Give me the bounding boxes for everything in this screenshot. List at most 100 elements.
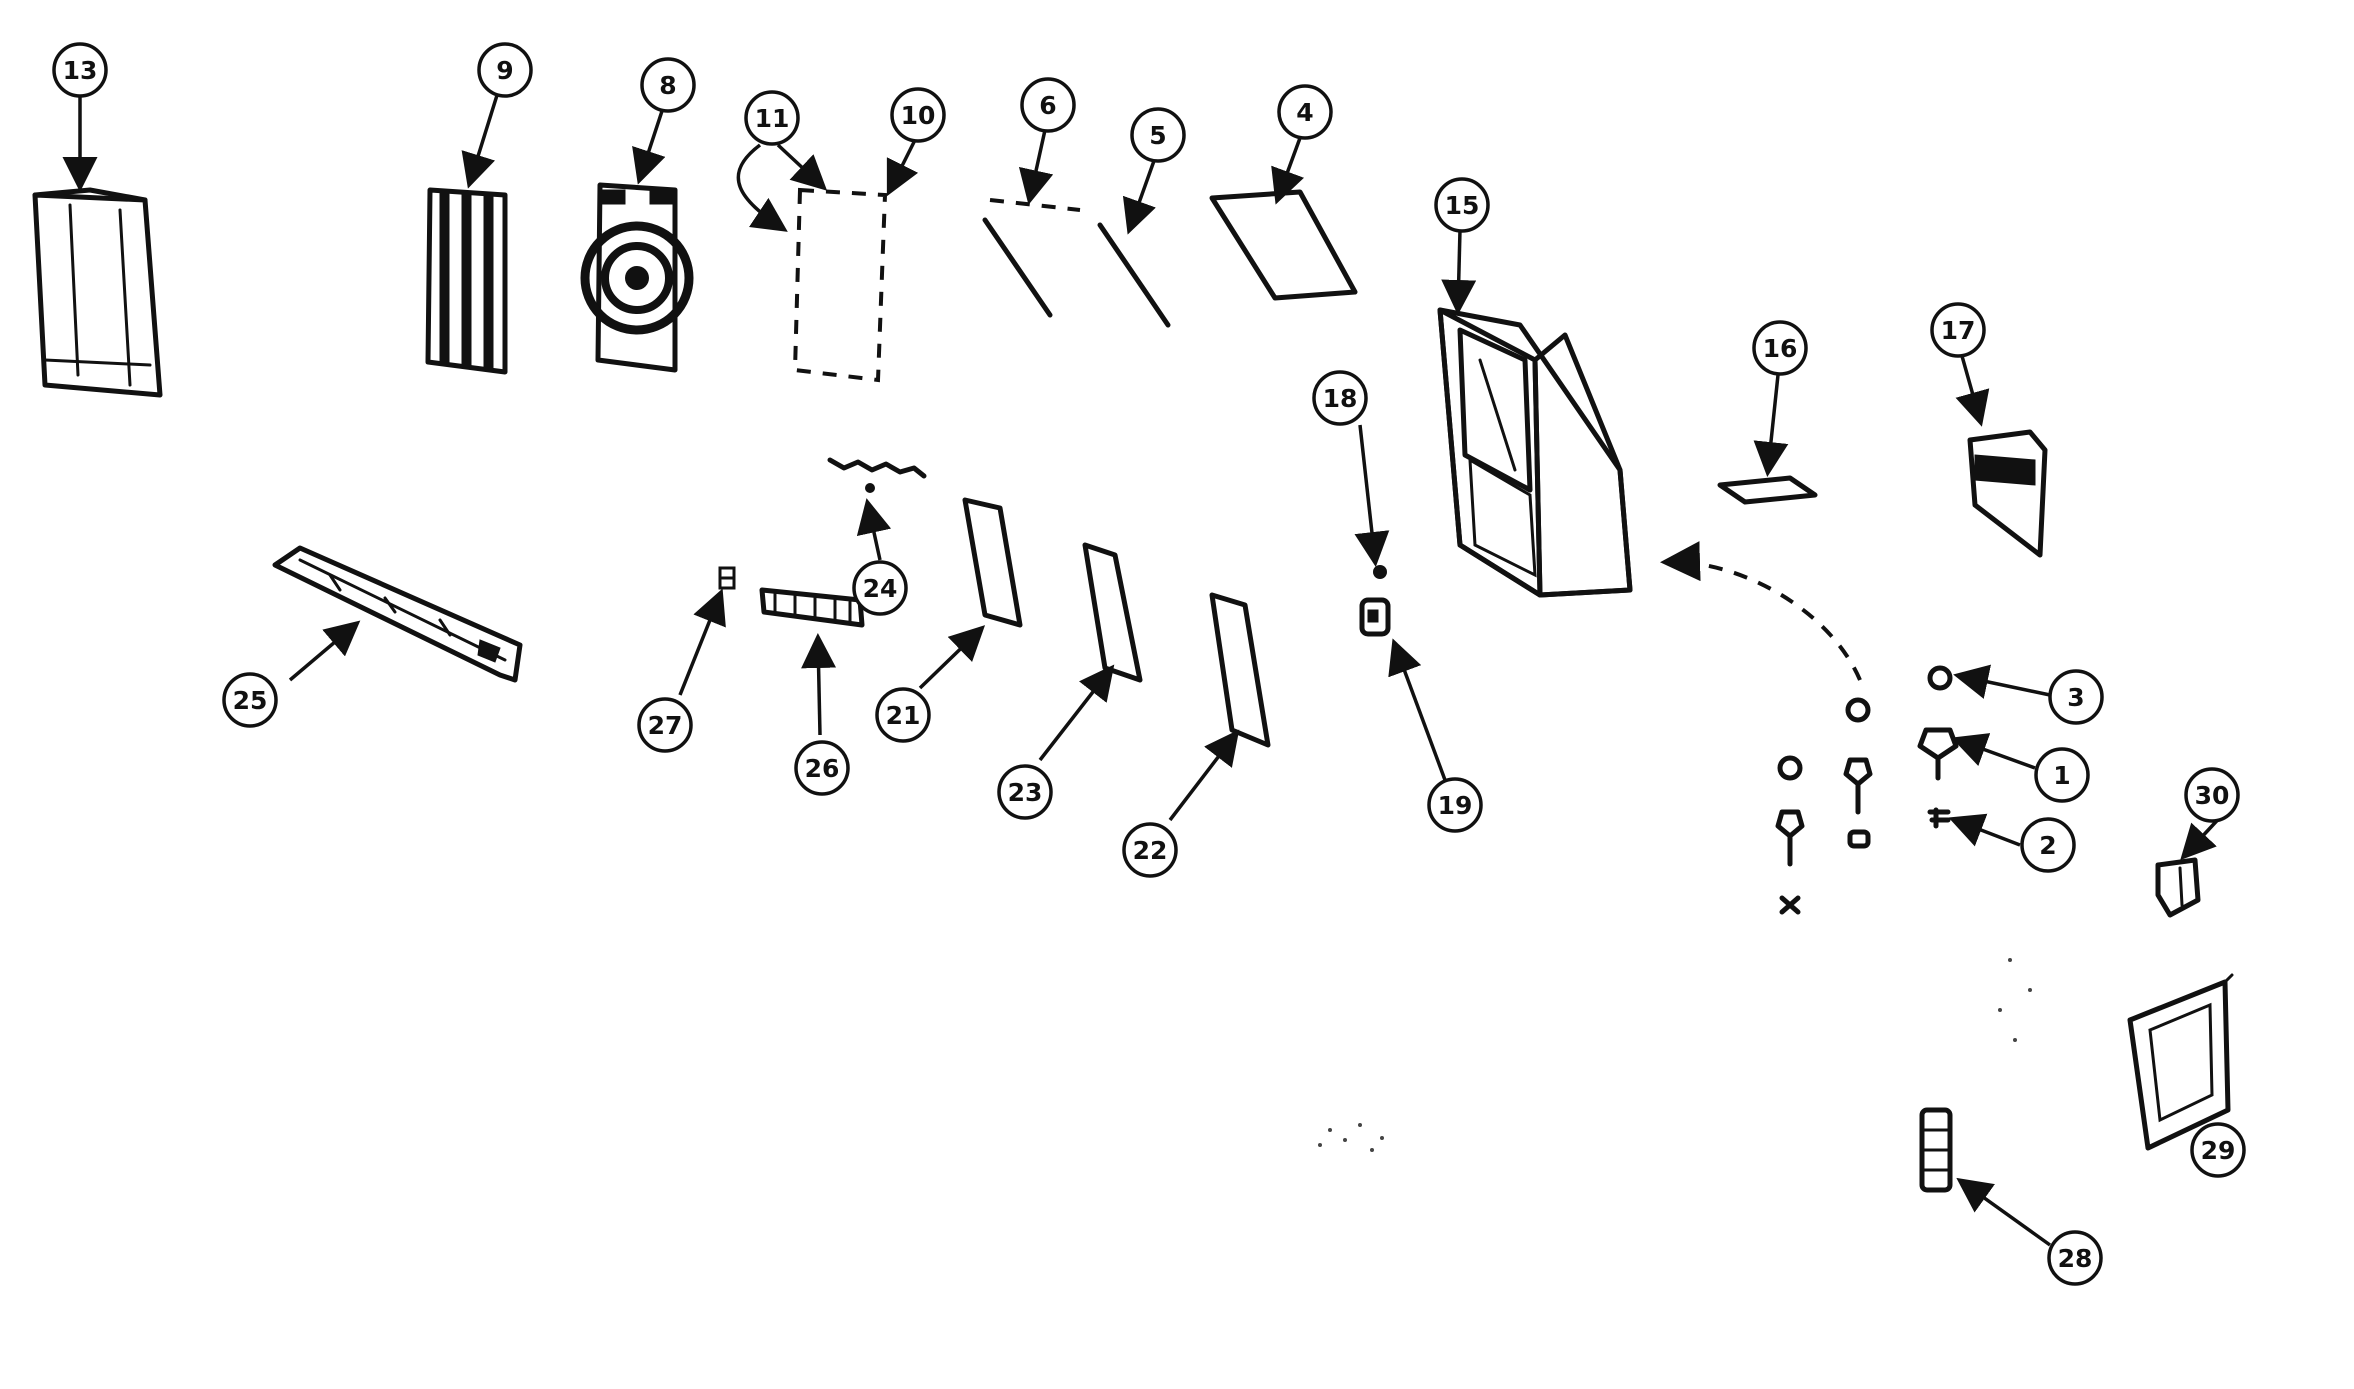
callout-1: 1 — [2034, 747, 2090, 803]
callout-circle — [744, 90, 800, 146]
callout-number: 19 — [1438, 791, 1473, 820]
callout-5: 5 — [1130, 107, 1186, 163]
part-22-glass-panel — [1209, 592, 1271, 748]
callout-26: 26 — [794, 740, 850, 796]
part-15-main-cabinet — [1437, 307, 1633, 598]
callout-circle — [2184, 767, 2240, 823]
part-13-cabinet-frame — [32, 187, 163, 398]
part-18-small-knob — [1373, 565, 1387, 579]
part-10-dashed-gasket — [792, 187, 888, 383]
callout-18: 18 — [1312, 370, 1368, 426]
callout-circle — [52, 42, 108, 98]
callout-circle — [1930, 302, 1986, 358]
callout-circle — [1277, 84, 1333, 140]
part-28-connector — [1919, 1107, 1953, 1193]
callout-23: 23 — [997, 764, 1053, 820]
part-27-clip — [718, 566, 736, 590]
part-19-latch — [1359, 597, 1391, 637]
callout-number: 5 — [1149, 121, 1166, 150]
callout-19: 19 — [1427, 777, 1483, 833]
callout-4: 4 — [1277, 84, 1333, 140]
callout-13: 13 — [52, 42, 108, 98]
part-24-chain — [827, 457, 927, 493]
callout-9: 9 — [477, 42, 533, 98]
callout-6: 6 — [1020, 77, 1076, 133]
callout-number: 15 — [1445, 191, 1480, 220]
callout-circle — [2190, 1122, 2246, 1178]
callout-number: 22 — [1133, 836, 1168, 865]
callout-25: 25 — [222, 672, 278, 728]
part-3-nut — [1927, 665, 1953, 691]
callout-number: 1 — [2053, 761, 2070, 790]
callout-number: 9 — [496, 56, 513, 85]
part-21-glass-panel — [962, 497, 1023, 628]
part-16-small-plate — [1717, 475, 1818, 505]
callout-circle — [794, 740, 850, 796]
callout-number: 17 — [1941, 316, 1976, 345]
callout-circle — [890, 87, 946, 143]
part-17-bracket — [1967, 429, 2048, 558]
part-1-bolt — [1917, 727, 1959, 781]
part-30-bracket — [2155, 857, 2201, 918]
hardware-cluster — [1775, 697, 1873, 915]
callout-number: 6 — [1039, 91, 1056, 120]
callout-number: 18 — [1323, 384, 1358, 413]
leader-lines — [62, 91, 2227, 1247]
callout-number: 29 — [2201, 1136, 2236, 1165]
callout-number: 4 — [1296, 98, 1313, 127]
callout-22: 22 — [1122, 822, 1178, 878]
callout-number: 10 — [901, 101, 936, 130]
callout-3: 3 — [2048, 669, 2104, 725]
scan-speckle — [1318, 958, 2032, 1152]
callout-number: 11 — [755, 104, 790, 133]
callout-2: 2 — [2020, 817, 2076, 873]
callout-number: 21 — [886, 701, 921, 730]
callout-circle — [852, 560, 908, 616]
callout-circle — [2020, 817, 2076, 873]
callout-number: 28 — [2058, 1244, 2093, 1273]
callout-circle — [640, 57, 696, 113]
part-26-terminal-strip — [759, 587, 865, 628]
callout-number: 30 — [2195, 781, 2230, 810]
callout-8: 8 — [640, 57, 696, 113]
callout-circle — [477, 42, 533, 98]
callout-number: 13 — [63, 56, 98, 85]
callout-10: 10 — [890, 87, 946, 143]
callout-number: 3 — [2067, 683, 2084, 712]
part-2-clip — [1927, 807, 1951, 829]
callout-circle — [997, 764, 1053, 820]
callout-circle — [637, 697, 693, 753]
callout-17: 17 — [1930, 302, 1986, 358]
callout-15: 15 — [1434, 177, 1490, 233]
callout-circle — [2048, 669, 2104, 725]
callout-number: 24 — [863, 574, 898, 603]
callout-number: 2 — [2039, 831, 2056, 860]
callout-circle — [1434, 177, 1490, 233]
callout-30: 30 — [2184, 767, 2240, 823]
callout-circle — [2034, 747, 2090, 803]
part-25-long-bar — [272, 545, 523, 683]
callout-number: 27 — [648, 711, 683, 740]
part-29-frame-panel — [2127, 973, 2234, 1151]
callout-circle — [1130, 107, 1186, 163]
callout-circle — [1752, 320, 1808, 376]
callout-16: 16 — [1752, 320, 1808, 376]
callout-circle — [1122, 822, 1178, 878]
callout-number: 26 — [805, 754, 840, 783]
callout-11: 11 — [744, 90, 800, 146]
part-9-striped-grille — [425, 187, 508, 375]
part-8-speaker-baffle — [580, 182, 694, 373]
callout-circle — [875, 687, 931, 743]
callout-number: 23 — [1008, 778, 1043, 807]
callout-21: 21 — [875, 687, 931, 743]
part-23-glass-panel — [1082, 542, 1143, 683]
callout-27: 27 — [637, 697, 693, 753]
callout-29: 29 — [2190, 1122, 2246, 1178]
part-6-trim-strip — [982, 198, 1081, 318]
part-4-flat-panel — [1209, 189, 1358, 301]
callout-number: 16 — [1763, 334, 1798, 363]
callout-number: 25 — [233, 686, 268, 715]
callout-circle — [1427, 777, 1483, 833]
callout-24: 24 — [852, 560, 908, 616]
